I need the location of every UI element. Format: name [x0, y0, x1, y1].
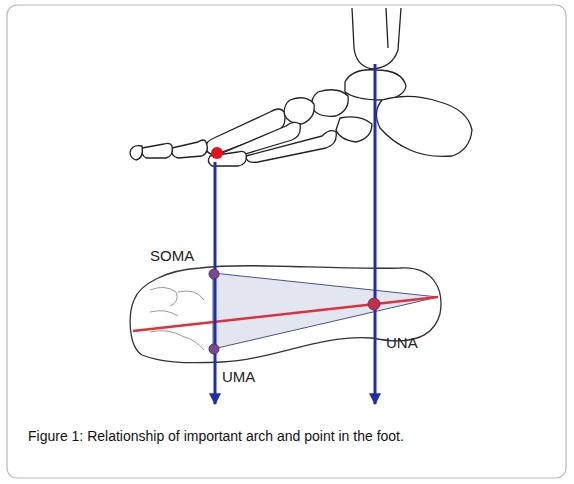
calcaneus-bone [376, 96, 472, 156]
point-dot [368, 298, 380, 310]
figure-caption: Figure 1: Relationship of important arch… [28, 427, 548, 445]
figure-border [7, 5, 566, 478]
navicular-bone [312, 90, 349, 117]
point-label: UNA [386, 334, 418, 351]
phalanx-bone [172, 140, 208, 158]
marker-dot [211, 147, 223, 159]
cuboid-bone [336, 117, 372, 142]
tibia-bone [352, 8, 401, 69]
foot-skeleton [130, 8, 472, 166]
point-label: UMA [222, 368, 255, 385]
foot-outline [130, 266, 441, 363]
projection-arrow [374, 64, 377, 404]
phalanx-bone [130, 146, 142, 160]
metatarsal-bone [246, 131, 336, 163]
toe-line [150, 311, 178, 316]
toe-line [150, 287, 177, 306]
toe-lines [150, 287, 204, 350]
cuneiform-bone [284, 98, 314, 124]
point-dot [209, 269, 219, 279]
toe-line [150, 331, 182, 336]
foot-axis-line [133, 297, 438, 331]
phalanx-bone [142, 143, 173, 158]
fibula-bone [386, 8, 388, 48]
projection-arrow [214, 162, 217, 404]
toe-line [182, 336, 204, 350]
toe-line [178, 291, 204, 300]
point-label: SOMA [150, 247, 194, 264]
point-dot [209, 344, 219, 354]
